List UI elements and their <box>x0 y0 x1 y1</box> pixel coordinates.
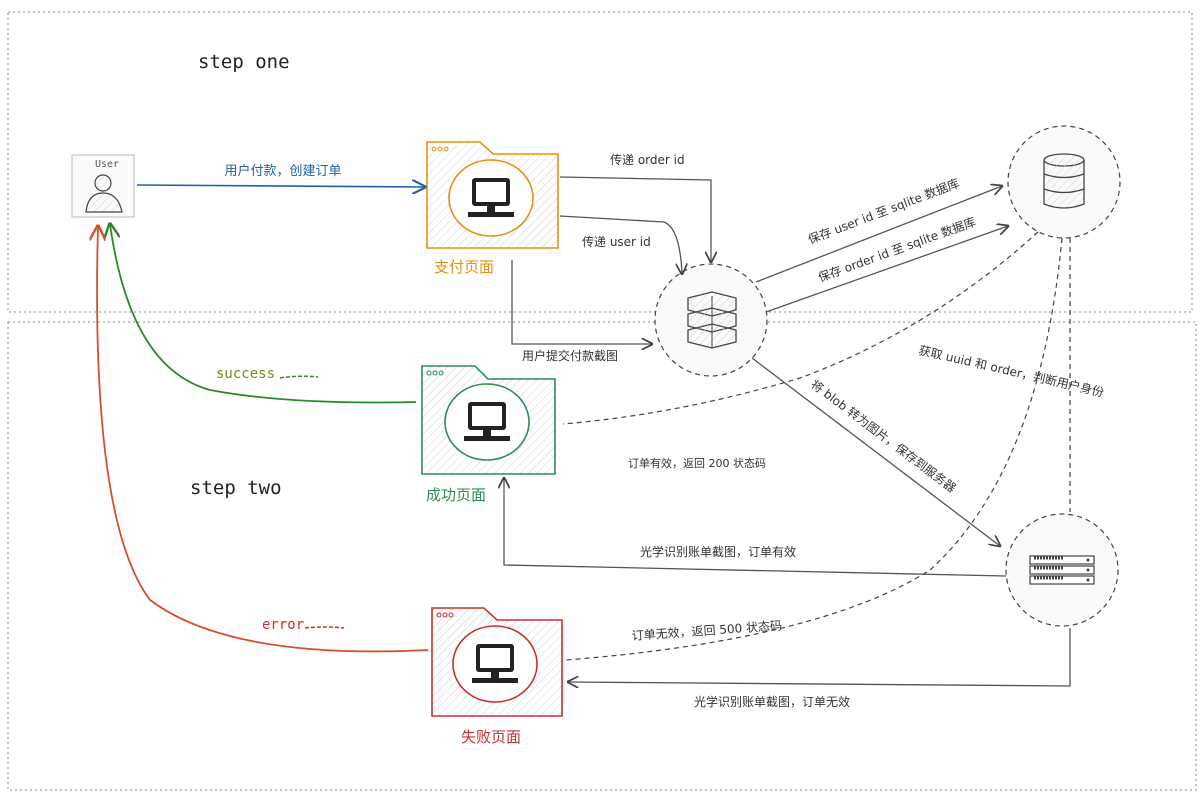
computer-icon <box>468 178 514 217</box>
edge-error-label: error <box>262 617 304 633</box>
edge-ocr-invalid-label: 光学识别账单截图，订单无效 <box>694 694 850 709</box>
edge-error-return <box>97 226 429 653</box>
edge-pass-user-id <box>559 215 682 274</box>
server-stack-icon <box>687 291 737 349</box>
edge-success-label: success <box>216 366 275 382</box>
step-one-title: step one <box>198 51 290 73</box>
edge-pass-order-id <box>559 176 711 262</box>
edge-pass-order-id-label: 传递 order id <box>610 152 685 167</box>
payment-page-label: 支付页面 <box>434 258 494 276</box>
user-node: User <box>71 154 135 218</box>
success-scribble <box>279 375 319 379</box>
payment-page-node <box>426 141 559 249</box>
edge-order-valid-200-label: 订单有效，返回 200 状态码 <box>628 456 766 470</box>
user-icon <box>85 174 123 213</box>
edge-save-user-id <box>755 186 1002 283</box>
user-label: User <box>95 159 119 170</box>
edge-pass-user-id-label: 传递 user id <box>582 234 651 249</box>
computer-icon <box>464 402 510 441</box>
storage-server-node <box>1005 513 1119 627</box>
step-two-title: step two <box>190 477 282 499</box>
edge-order-invalid-500-label: 订单无效，返回 500 状态码 <box>631 618 782 643</box>
database-icon <box>1043 153 1085 209</box>
edge-user-pay <box>136 185 425 187</box>
success-page-label: 成功页面 <box>426 486 486 504</box>
success-page-node <box>421 365 556 475</box>
edge-success-return <box>110 224 417 404</box>
edge-ocr-invalid <box>568 628 1071 686</box>
edge-get-uuid-order-label: 获取 uuid 和 order，判断用户身份 <box>917 342 1105 399</box>
failure-page-label: 失败页面 <box>461 728 521 746</box>
error-scribble <box>304 626 345 629</box>
edge-get-uuid-order <box>562 231 1039 425</box>
edge-submit-screenshot-label: 用户提交付款截图 <box>522 348 618 363</box>
server-node <box>654 263 768 377</box>
edge-user-pay-label: 用户付款，创建订单 <box>224 163 341 179</box>
step-one-frame <box>7 11 1193 313</box>
rack-server-icon <box>1029 555 1095 585</box>
edge-save-order-id <box>765 226 1008 313</box>
computer-icon <box>472 644 518 683</box>
edge-order-invalid-500 <box>565 237 1063 661</box>
failure-page-node <box>431 607 563 717</box>
database-node <box>1007 125 1121 239</box>
step-two-frame <box>7 321 1197 791</box>
edge-submit-screenshot <box>511 260 652 344</box>
edge-ocr-valid-label: 光学识别账单截图，订单有效 <box>640 544 796 559</box>
edge-blob-to-image <box>751 357 1000 546</box>
edge-ocr-valid <box>504 478 1007 577</box>
edge-blob-to-image-label: 将 blob 转为图片，保存到服务器 <box>808 376 959 495</box>
